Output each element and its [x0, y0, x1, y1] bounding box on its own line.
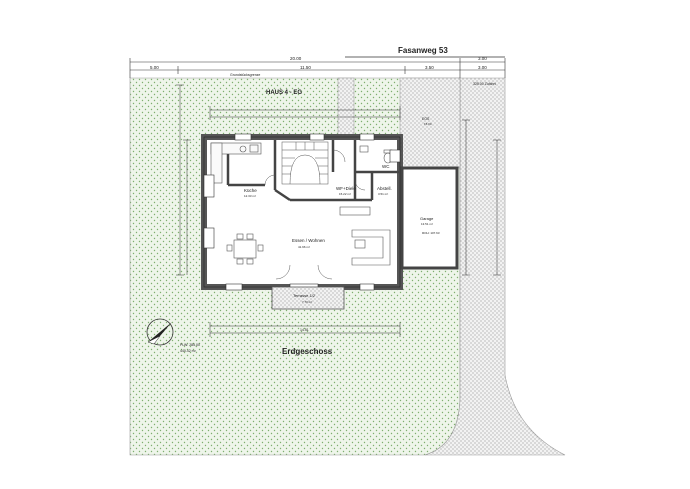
- dimension-lines-right: [462, 119, 501, 276]
- room-hall-label: WF+Diele: [336, 186, 356, 191]
- dimension-lines-inner-top: [209, 106, 401, 120]
- garage-area: 13.51 m²: [421, 222, 433, 226]
- carport-area: [399, 77, 461, 169]
- plot-label: PLW: 285,00: [180, 343, 200, 347]
- room-storage-label: Abstell.: [377, 186, 392, 191]
- room-wc-label: WC: [382, 164, 390, 169]
- dim-left-segment: 5.00: [150, 65, 159, 70]
- dimension-lines-bottom: [209, 322, 401, 337]
- dim-total-width: 20.00: [290, 56, 302, 61]
- interior-walls: [226, 140, 400, 202]
- carport-area: 15.00: [424, 122, 432, 126]
- kitchen-counter: [210, 142, 262, 184]
- room-hall-area: 15.22 m²: [339, 192, 351, 196]
- dim-right-margin: 3.00: [478, 56, 487, 61]
- north-arrow-icon: [146, 318, 174, 346]
- floor-title: Erdgeschoss: [282, 347, 333, 356]
- terrace: [271, 286, 345, 310]
- dimension-lines-top: [129, 58, 506, 78]
- sideboard: [339, 206, 371, 216]
- garage-label: Garage: [420, 216, 434, 221]
- room-living-label: Essen / Wohnen: [292, 238, 325, 243]
- terrace-label: Terrasse 1/2: [293, 293, 316, 298]
- terrace-area: 7.70 m²: [302, 300, 312, 304]
- street-name: Fasanweg 53: [398, 46, 448, 55]
- room-kitchen-area: 12.33 m²: [244, 194, 256, 198]
- sofa: [351, 229, 391, 266]
- plot-area: 440.42 m²: [180, 349, 197, 353]
- staircase: [281, 141, 329, 185]
- driveway-label: 325.00 Zufahrt: [473, 82, 496, 86]
- room-kitchen-label: Küche: [244, 188, 257, 193]
- room-storage-area: 3.51 m²: [378, 192, 388, 196]
- dining-table: [226, 233, 264, 265]
- dim-bottom-width: 14.51: [300, 328, 309, 332]
- carport-label: EOS: [422, 117, 430, 121]
- door-swings: [264, 149, 366, 280]
- garage-extra: ROH: 107.63: [422, 231, 440, 235]
- dim-right-segment: 3.50: [425, 65, 434, 70]
- dimension-lines-left: [176, 84, 191, 276]
- entrance-path: [337, 77, 355, 139]
- boundary-label: Grundstücksgrenze: [230, 73, 260, 77]
- dim-right-margin-2: 3.00: [478, 65, 487, 70]
- room-living-area: 41.96 m²: [298, 245, 310, 249]
- garage: [400, 166, 459, 270]
- driveway: [424, 77, 566, 456]
- dim-middle-segment: 11.50: [300, 65, 311, 70]
- house-title: HAUS 4 - EG: [266, 90, 302, 96]
